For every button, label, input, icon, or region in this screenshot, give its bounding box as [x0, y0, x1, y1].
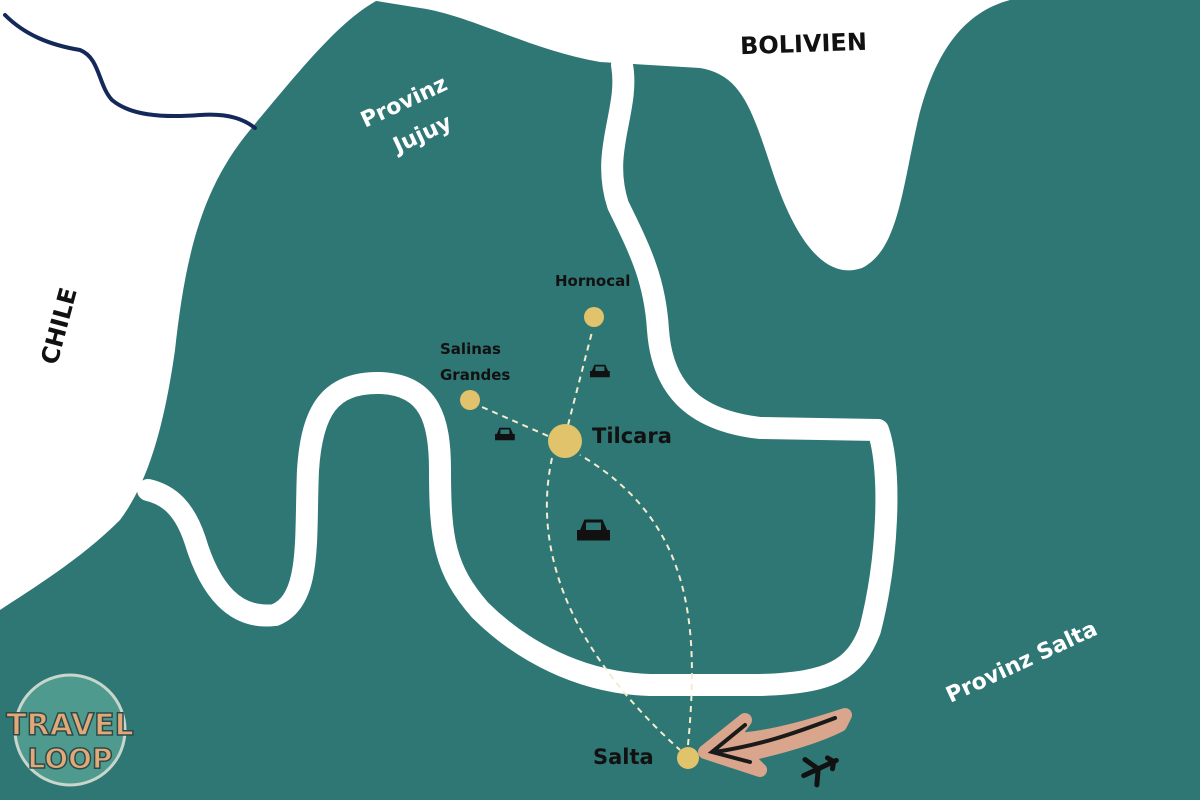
- car-icon: [577, 519, 610, 541]
- routes: [481, 331, 693, 751]
- route-salta-tilcara: [579, 454, 693, 746]
- place-label-salta: Salta: [593, 745, 654, 769]
- travel-loop-logo: TRAVEL LOOP: [5, 673, 135, 787]
- route-tilcara-hornocal: [567, 331, 593, 426]
- country-label-bolivia: BOLIVIEN: [739, 27, 868, 61]
- hornocal-marker[interactable]: [584, 307, 604, 327]
- arrow-icon: [698, 708, 852, 777]
- road: [137, 54, 898, 696]
- tilcara-marker[interactable]: [548, 424, 582, 458]
- route-tilcara-salta: [545, 457, 681, 751]
- place-label-salinas-1: Salinas: [440, 340, 501, 358]
- place-label-salinas-2: Grandes: [440, 366, 511, 384]
- route-tilcara-salinas: [481, 406, 549, 437]
- car-icon: [590, 364, 610, 378]
- car-icon: [495, 427, 515, 441]
- salinas-grandes-marker[interactable]: [460, 390, 480, 410]
- chile-region: [0, 0, 378, 610]
- river: [3, 13, 257, 130]
- svg-text:LOOP: LOOP: [28, 742, 113, 775]
- place-label-hornocal: Hornocal: [555, 272, 631, 290]
- airplane-icon: [801, 755, 839, 788]
- salta-marker[interactable]: [677, 747, 699, 769]
- svg-text:TRAVEL: TRAVEL: [6, 708, 134, 743]
- bolivia-region: [370, 0, 1010, 271]
- place-label-tilcara: Tilcara: [592, 424, 672, 448]
